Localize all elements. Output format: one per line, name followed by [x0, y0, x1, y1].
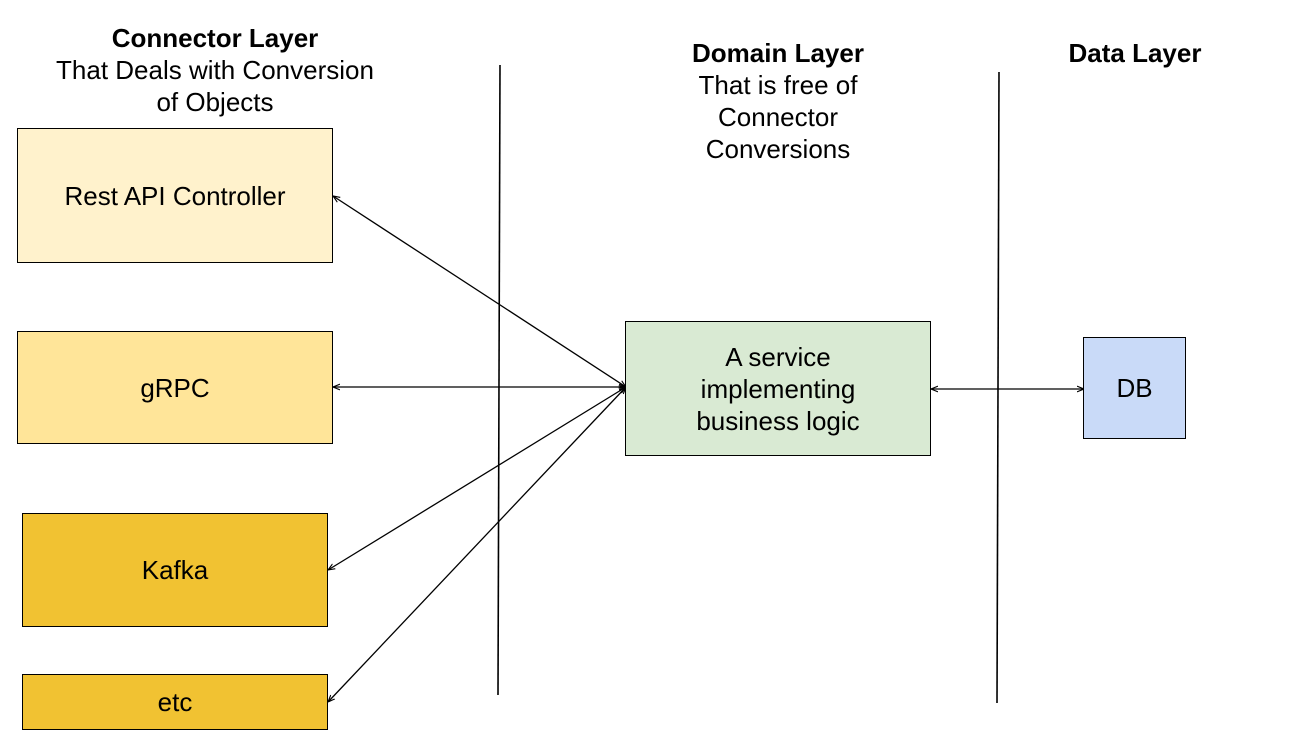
service-box: A service implementing business logic — [625, 321, 931, 456]
arrow-rest-service — [333, 196, 626, 387]
kafka-box: Kafka — [22, 513, 328, 627]
connector-layer-subtitle: That Deals with Conversion of Objects — [56, 55, 374, 117]
layer-divider-left — [497, 64, 501, 696]
arrow-etc-service — [328, 387, 626, 702]
db-box: DB — [1083, 337, 1186, 439]
domain-layer-heading: Domain Layer That is free of Connector C… — [640, 37, 916, 165]
connector-layer-title: Connector Layer — [111, 23, 319, 53]
domain-layer-subtitle: That is free of Connector Conversions — [698, 70, 858, 164]
etc-label: etc — [157, 687, 193, 717]
kafka-label: Kafka — [141, 555, 209, 585]
rest-api-controller-label: Rest API Controller — [64, 180, 286, 211]
connector-layer-heading: Connector Layer That Deals with Conversi… — [20, 22, 410, 118]
grpc-box: gRPC — [17, 331, 333, 444]
data-layer-heading: Data Layer — [1040, 37, 1230, 69]
db-label: DB — [1116, 373, 1153, 403]
grpc-label: gRPC — [140, 372, 210, 403]
layer-divider-right — [996, 71, 1000, 704]
rest-api-controller-box: Rest API Controller — [17, 128, 333, 263]
domain-layer-title: Domain Layer — [692, 38, 864, 68]
arrow-kafka-service — [328, 387, 626, 570]
data-layer-title: Data Layer — [1068, 38, 1202, 68]
service-label: A service implementing business logic — [696, 341, 860, 436]
etc-box: etc — [22, 674, 328, 730]
